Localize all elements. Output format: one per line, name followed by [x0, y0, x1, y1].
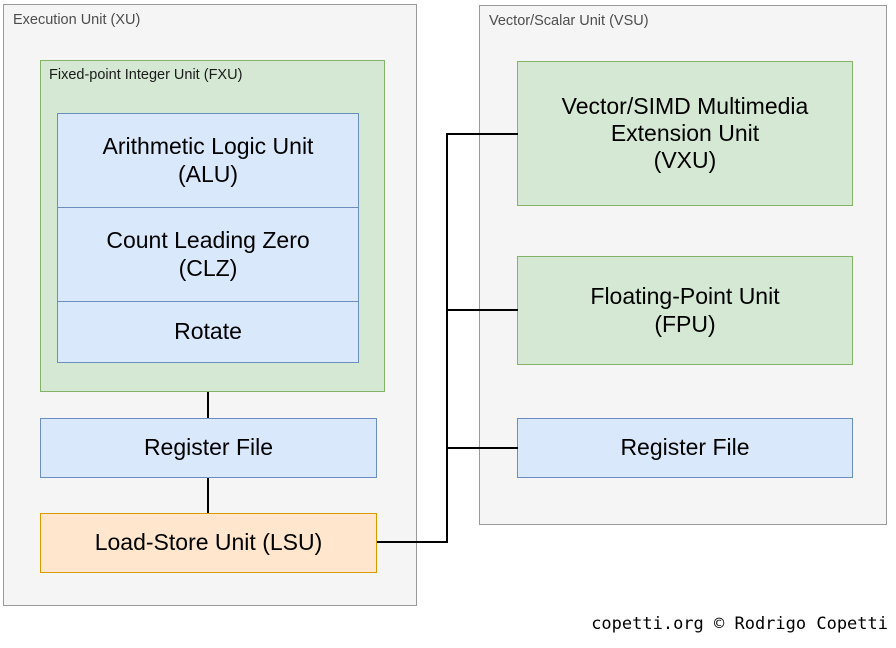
node-xu-register-file[interactable]: Register File	[40, 418, 377, 478]
node-alu-label-line2: (ALU)	[177, 160, 239, 187]
edge-register-file-to-lsu	[207, 478, 209, 513]
node-alu-label: Arithmetic Logic Unit (ALU)	[103, 133, 314, 187]
node-vxu[interactable]: Vector/SIMD Multimedia Extension Unit (V…	[517, 61, 853, 206]
node-alu[interactable]: Arithmetic Logic Unit (ALU)	[57, 113, 359, 208]
node-rotate[interactable]: Rotate	[57, 301, 359, 363]
node-load-store-unit[interactable]: Load-Store Unit (LSU)	[40, 513, 377, 573]
node-fpu-label-line1: Floating-Point Unit	[590, 283, 780, 310]
node-xu-register-file-label: Register File	[143, 434, 274, 461]
node-vxu-label-line2: Extension Unit	[610, 119, 760, 146]
node-clz-label: Count Leading Zero (CLZ)	[106, 227, 309, 281]
node-vxu-label-line1: Vector/SIMD Multimedia	[561, 92, 809, 119]
node-vsu-register-file[interactable]: Register File	[517, 418, 853, 478]
edge-bus-trunk	[446, 133, 448, 543]
panel-vector-scalar-unit-title: Vector/Scalar Unit (VSU)	[489, 13, 649, 29]
edge-lsu-to-bus	[377, 541, 448, 543]
node-fpu-label: Floating-Point Unit (FPU)	[590, 283, 779, 337]
node-clz[interactable]: Count Leading Zero (CLZ)	[57, 207, 359, 302]
node-fpu[interactable]: Floating-Point Unit (FPU)	[517, 256, 853, 365]
edge-bus-to-vxu	[446, 133, 518, 135]
node-clz-label-line1: Count Leading Zero	[106, 227, 310, 254]
panel-execution-unit-title: Execution Unit (XU)	[13, 12, 141, 28]
node-vxu-label: Vector/SIMD Multimedia Extension Unit (V…	[562, 93, 809, 174]
node-clz-label-line2: (CLZ)	[178, 254, 238, 281]
node-load-store-unit-label: Load-Store Unit (LSU)	[94, 529, 323, 556]
edge-bus-to-fpu	[446, 309, 518, 311]
node-vxu-label-line3: (VXU)	[653, 147, 717, 174]
node-rotate-label: Rotate	[174, 318, 242, 345]
edge-bus-to-vsu-register-file	[446, 447, 518, 449]
group-fxu-title: Fixed-point Integer Unit (FXU)	[49, 67, 243, 83]
node-vsu-register-file-label: Register File	[620, 434, 750, 461]
node-fpu-label-line2: (FPU)	[654, 310, 716, 337]
attribution-text: copetti.org © Rodrigo Copetti	[591, 614, 888, 634]
edge-fxu-to-register-file	[207, 392, 209, 418]
node-alu-label-line1: Arithmetic Logic Unit	[102, 133, 314, 160]
